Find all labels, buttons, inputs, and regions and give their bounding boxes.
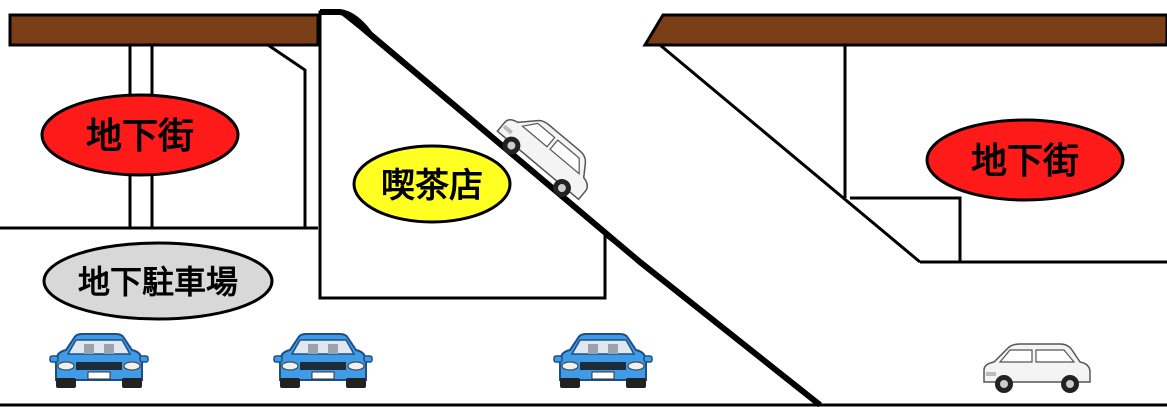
right-roof — [642, 13, 1167, 47]
underground-parking-label: 地下駐車場 — [42, 241, 274, 321]
blue-car-icon — [273, 333, 373, 389]
left-underground-mall-label: 地下街 — [40, 93, 240, 177]
ramp-structure — [318, 9, 822, 407]
svg-text:喫茶店: 喫茶店 — [381, 166, 483, 206]
cafe-label: 喫茶店 — [352, 144, 512, 224]
blue-car-icon — [553, 333, 653, 389]
right-underground-mall-label: 地下街 — [925, 118, 1125, 202]
white-car-icon — [983, 343, 1091, 394]
svg-text:地下街: 地下街 — [971, 140, 1079, 182]
svg-text:地下街: 地下街 — [86, 115, 194, 157]
blue-car-icon — [49, 333, 149, 389]
svg-text:地下駐車場: 地下駐車場 — [78, 263, 238, 301]
left-roof — [8, 13, 320, 47]
right-building — [659, 43, 1167, 264]
